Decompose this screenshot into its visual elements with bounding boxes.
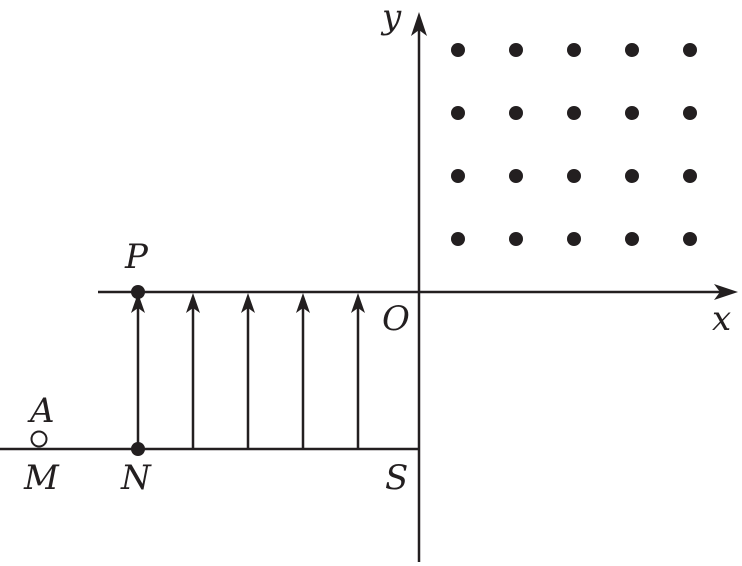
field-dot — [509, 169, 523, 183]
magnetic-field-dots — [451, 43, 697, 246]
field-dot — [625, 106, 639, 120]
field-dot — [567, 169, 581, 183]
y-axis-label: y — [380, 0, 402, 37]
y-axis-arrowhead — [411, 12, 427, 36]
field-dot — [509, 43, 523, 57]
field-dot — [509, 106, 523, 120]
field-dot — [683, 43, 697, 57]
point-s-label: S — [385, 458, 408, 498]
field-dot — [567, 43, 581, 57]
point-p-label: P — [124, 237, 149, 277]
field-dot — [683, 169, 697, 183]
field-dot — [451, 43, 465, 57]
field-dot — [683, 232, 697, 246]
field-arrow-head — [241, 293, 255, 313]
x-axis-arrowhead — [714, 284, 738, 300]
field-arrow-head — [131, 293, 145, 313]
field-arrow-head — [186, 293, 200, 313]
field-arrow-head — [296, 293, 310, 313]
point-a-circle — [30, 430, 48, 448]
point-n-dot — [131, 442, 145, 456]
field-dot — [451, 232, 465, 246]
electric-field-arrows — [131, 293, 365, 449]
x-axis-label: x — [712, 299, 731, 339]
point-p-dot — [131, 285, 145, 299]
field-dot — [509, 232, 523, 246]
field-dot — [625, 232, 639, 246]
field-arrow-head — [351, 293, 365, 313]
field-dot — [625, 169, 639, 183]
field-dot — [567, 106, 581, 120]
field-dot — [451, 169, 465, 183]
point-a-label: A — [27, 391, 55, 431]
origin-label: O — [382, 299, 410, 339]
point-m-label: M — [23, 458, 60, 498]
field-dot — [567, 232, 581, 246]
field-dot — [451, 106, 465, 120]
point-n-label: N — [120, 458, 152, 498]
field-dot — [625, 43, 639, 57]
field-dot — [683, 106, 697, 120]
